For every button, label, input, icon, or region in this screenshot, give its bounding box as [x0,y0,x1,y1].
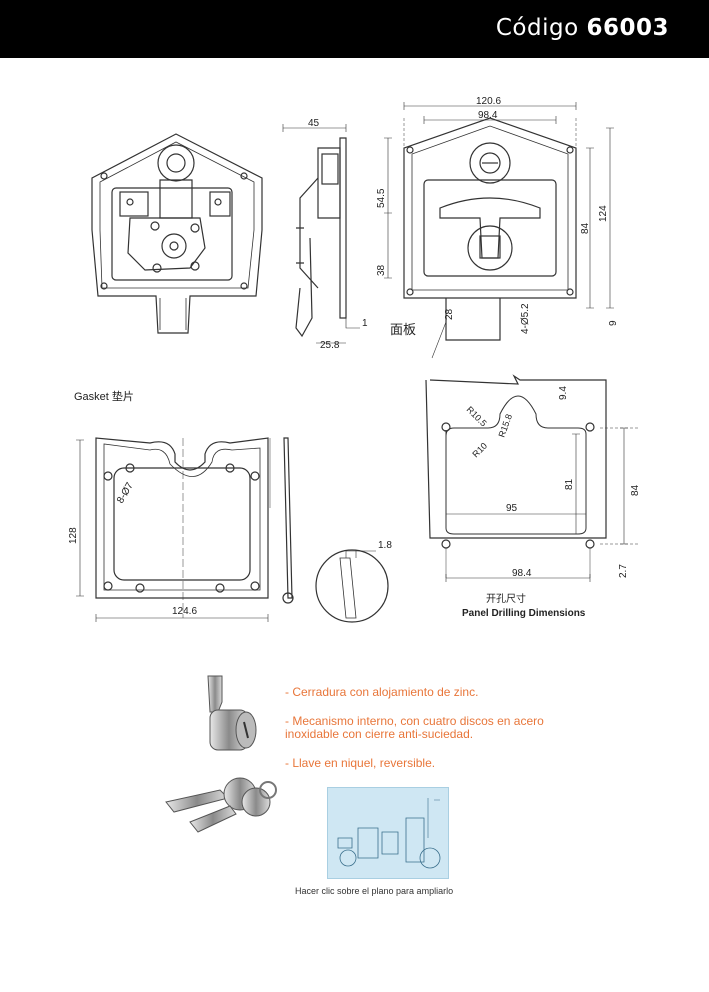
feature-item: - Llave en niquel, reversible. [285,756,436,770]
dim-top-left-width: 45 [308,118,320,129]
panel-label-cn: 面板 [390,322,416,337]
dim-overall-width: 120.6 [476,96,501,107]
page-header: Código 66003 [0,0,709,58]
dim-gasket-thickness: 1.8 [378,540,392,551]
latch-front-view [91,133,263,334]
gasket-title: Gasket 垫片 [74,389,134,403]
dim-inner-width: 98.4 [478,110,498,121]
panel-title-cn: 开孔尺寸 [486,592,526,605]
dim-top-left-offset: 1 [362,318,368,329]
dim-gasket-height: 128 [68,527,79,544]
dim-bottom-offset: 9 [608,320,619,326]
dim-bolt-spec: 4-Ø5.2 [520,303,531,334]
features-list: - Cerradura con alojamiento de zinc. - M… [285,686,555,786]
dim-gasket-holes: 8-Ø7 [115,480,136,505]
technical-drawing: 45 25.8 1 120.6 98.4 54.5 38 84 124 9 4-… [68,96,641,623]
dim-r3: R10 [470,441,489,460]
feature-item: - Mecanismo interno, con cuatro discos e… [285,714,544,741]
dim-h-overall: 124 [598,205,609,222]
latch-rear-view [384,102,614,359]
dim-r1: R10.5 [465,404,489,428]
dim-gasket-width: 124.6 [172,606,197,617]
dim-panel-inner-width: 95 [506,503,518,514]
dim-panel-bottom-gap: 2.7 [618,564,629,578]
feature-item: - Cerradura con alojamiento de zinc. [285,685,479,699]
dim-panel-width: 98.4 [512,568,532,579]
panel-title-en: Panel Drilling Dimensions [462,608,586,619]
dim-r2: R15.8 [496,413,514,439]
dim-flange: 28 [444,308,455,320]
latch-side-view [282,124,360,344]
dim-panel-inner-height: 81 [564,478,575,490]
dim-top-left-depth: 25.8 [320,340,340,351]
product-code: Código 66003 [496,15,669,41]
lock-and-keys-photo [165,675,277,833]
code-number: 66003 [586,15,669,41]
gasket-view [76,437,389,623]
dim-h-lower: 38 [376,264,387,276]
dim-panel-overall-height: 84 [630,484,641,496]
thumbnail-caption: Hacer clic sobre el plano para ampliarlo [295,886,454,896]
dim-h-upper: 54.5 [376,188,387,208]
dim-top-gap: 9.4 [558,386,569,400]
code-label: Código [495,15,579,41]
panel-drilling-view [425,374,640,582]
dim-h-inner: 84 [580,222,591,234]
blueprint-thumbnail[interactable] [327,787,449,879]
